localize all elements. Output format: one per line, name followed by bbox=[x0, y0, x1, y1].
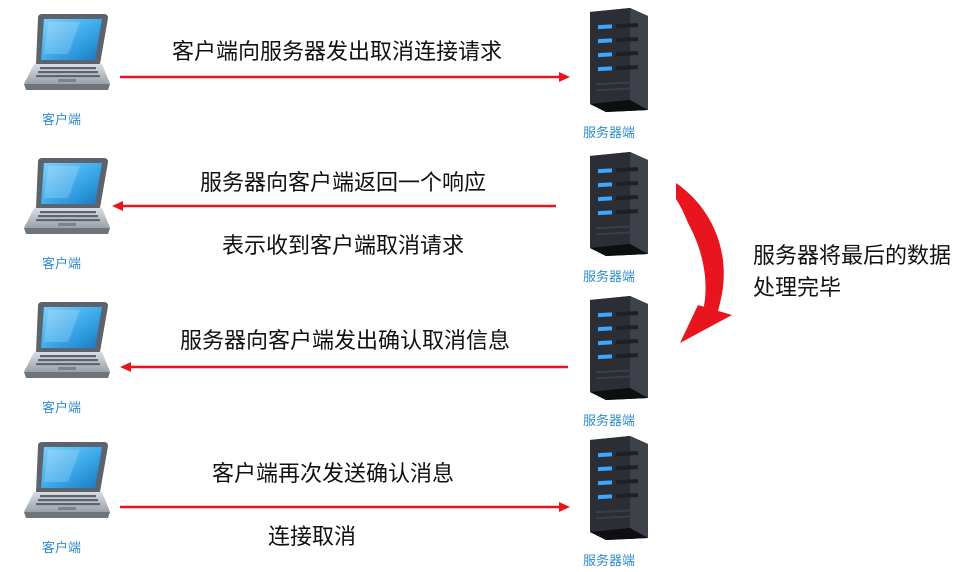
server-tower-icon bbox=[590, 152, 648, 256]
client-node-2: 客户端 bbox=[18, 152, 118, 274]
step-4-message: 客户端再次发送确认消息 bbox=[212, 462, 455, 487]
server-label: 服务器端 bbox=[583, 554, 636, 569]
server-process-line-2: 处理完毕 bbox=[753, 276, 842, 301]
curved-arrow-body bbox=[676, 183, 724, 327]
step-3-arrow bbox=[120, 362, 568, 372]
server-node-3: 服务器端 bbox=[576, 296, 656, 432]
step-2-note: 表示收到客户端取消请求 bbox=[222, 234, 465, 259]
step-1-arrow bbox=[120, 72, 570, 82]
step-2-arrow bbox=[112, 201, 556, 211]
laptop-icon bbox=[24, 302, 110, 378]
arrow-head bbox=[559, 502, 570, 512]
laptop-icon bbox=[24, 14, 110, 90]
server-label: 服务器端 bbox=[583, 270, 636, 285]
laptop-icon bbox=[24, 442, 110, 518]
server-tower-icon bbox=[590, 8, 648, 112]
step-1-message: 客户端向服务器发出取消连接请求 bbox=[172, 40, 503, 65]
client-label: 客户端 bbox=[42, 257, 82, 272]
server-tower-icon bbox=[590, 436, 648, 540]
client-node-4: 客户端 bbox=[18, 436, 118, 558]
client-label: 客户端 bbox=[42, 113, 82, 128]
client-node-3: 客户端 bbox=[18, 296, 118, 418]
curved-arrow-icon bbox=[676, 183, 732, 343]
server-node-2: 服务器端 bbox=[576, 152, 656, 288]
client-label: 客户端 bbox=[42, 401, 82, 416]
server-node-4: 服务器端 bbox=[576, 436, 656, 572]
server-label: 服务器端 bbox=[583, 126, 636, 141]
server-label: 服务器端 bbox=[583, 414, 636, 429]
arrow-head bbox=[559, 72, 570, 82]
client-label: 客户端 bbox=[42, 541, 82, 556]
server-process-note: 服务器将最后的数据 处理完毕 bbox=[753, 241, 951, 305]
curved-arrow-head bbox=[680, 305, 732, 343]
step-4-note: 连接取消 bbox=[268, 525, 357, 550]
arrow-head bbox=[112, 201, 123, 211]
server-node-1: 服务器端 bbox=[576, 8, 656, 144]
step-4-arrow bbox=[120, 502, 570, 512]
arrow-head bbox=[120, 362, 131, 372]
client-node-1: 客户端 bbox=[18, 8, 118, 130]
server-process-line-1: 服务器将最后的数据 bbox=[753, 244, 952, 269]
server-tower-icon bbox=[590, 296, 648, 400]
laptop-icon bbox=[24, 158, 110, 234]
step-2-message: 服务器向客户端返回一个响应 bbox=[200, 171, 487, 196]
step-3-message: 服务器向客户端发出确认取消信息 bbox=[180, 329, 511, 354]
